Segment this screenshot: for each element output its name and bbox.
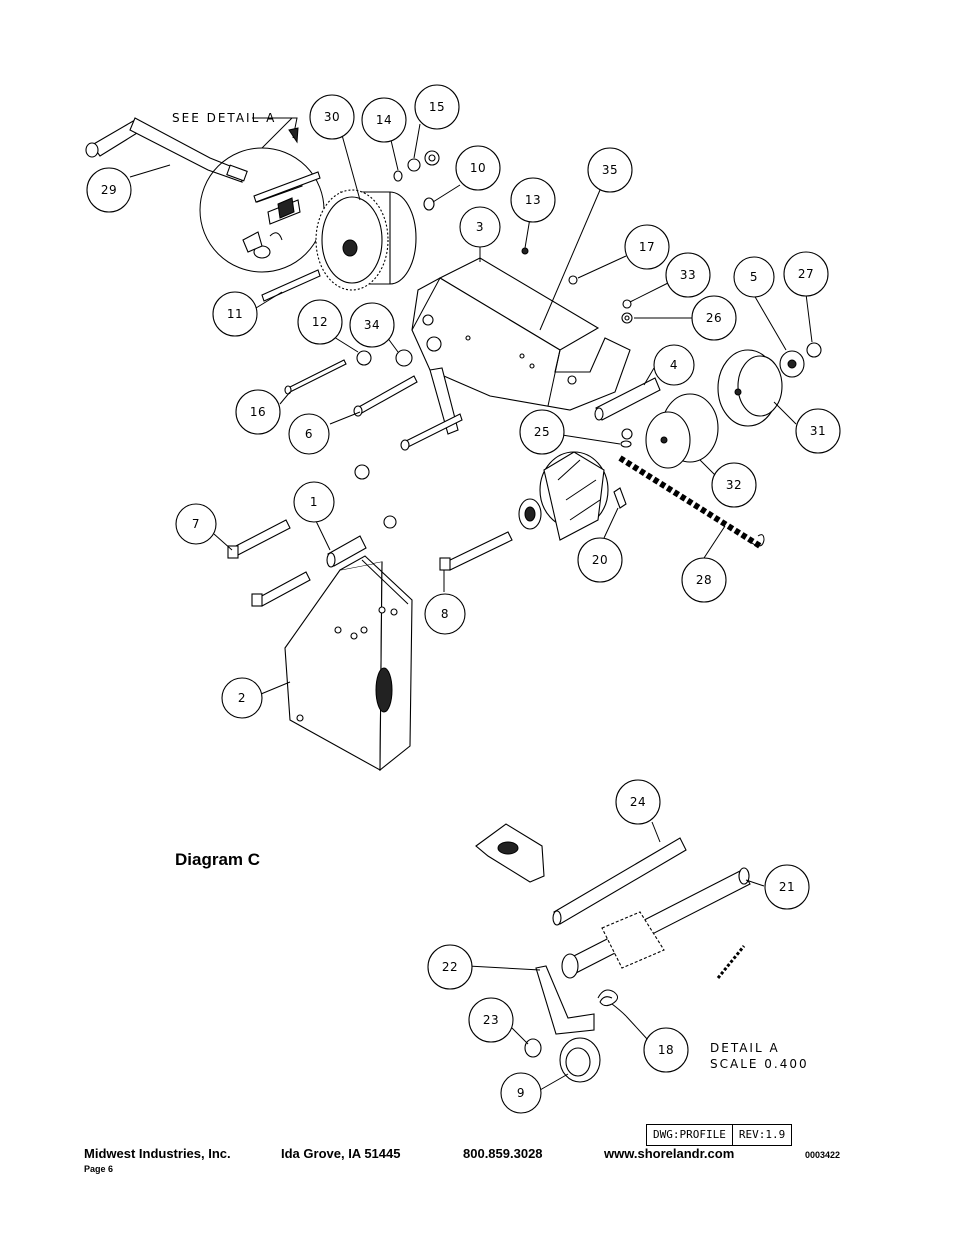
callout-25: 25: [519, 409, 565, 455]
chain-part: [618, 455, 765, 549]
pawl-part: [524, 965, 601, 1083]
svg-text:9: 9: [517, 1086, 525, 1100]
callout-12: 12: [297, 299, 343, 345]
svg-text:4: 4: [670, 358, 678, 372]
callout-5: 5: [733, 256, 775, 298]
svg-text:15: 15: [429, 100, 445, 114]
callout-26: 26: [691, 295, 737, 341]
callout-29: 29: [86, 167, 132, 213]
document-number: 0003422: [805, 1150, 841, 1160]
callout-4: 4: [653, 344, 695, 386]
callout-8: 8: [424, 593, 466, 635]
exploded-parts-diagram: SEE DETAIL A: [85, 84, 841, 1114]
page-number: Page 6: [84, 1164, 114, 1174]
shaft-24-part: [552, 837, 687, 926]
svg-text:23: 23: [483, 1013, 499, 1027]
leader-lines: [129, 123, 813, 1091]
svg-text:10: 10: [470, 161, 486, 175]
revision-label: REV:1.9: [731, 1125, 791, 1145]
pinion-shaft-part: [561, 867, 751, 979]
callout-18: 18: [643, 1027, 689, 1073]
svg-text:27: 27: [798, 267, 814, 281]
svg-text:3: 3: [476, 220, 484, 234]
callout-22: 22: [427, 944, 473, 990]
svg-text:34: 34: [364, 318, 380, 332]
svg-text:35: 35: [602, 163, 618, 177]
callout-11: 11: [212, 291, 258, 337]
callout-35: 35: [587, 147, 633, 193]
callout-7: 7: [175, 503, 217, 545]
see-detail-note: SEE DETAIL A: [172, 111, 276, 125]
svg-text:31: 31: [810, 424, 826, 438]
svg-text:12: 12: [312, 315, 328, 329]
svg-text:30: 30: [324, 110, 340, 124]
svg-text:14: 14: [376, 113, 392, 127]
svg-text:16: 16: [250, 405, 266, 419]
svg-text:32: 32: [726, 478, 742, 492]
svg-text:7: 7: [192, 517, 200, 531]
callout-3: 3: [459, 206, 501, 248]
svg-text:24: 24: [630, 795, 646, 809]
svg-text:22: 22: [442, 960, 458, 974]
side-plate-part: [284, 555, 413, 772]
main-gear-part: [315, 189, 417, 291]
svg-text:11: 11: [227, 307, 243, 321]
side-roller-part: [717, 349, 783, 427]
spring-part: [597, 989, 627, 1017]
svg-text:33: 33: [680, 268, 696, 282]
wedge-block-part: [475, 823, 545, 883]
callout-31: 31: [795, 408, 841, 454]
callout-1: 1: [293, 481, 335, 523]
svg-text:20: 20: [592, 553, 608, 567]
svg-text:13: 13: [525, 193, 541, 207]
keel-roller-part: [645, 393, 719, 469]
callout-2: 2: [221, 677, 263, 719]
svg-text:28: 28: [696, 573, 712, 587]
callout-14: 14: [361, 97, 407, 143]
callout-21: 21: [764, 864, 810, 910]
dwg-profile-label: DWG:PROFILE: [653, 1128, 726, 1141]
svg-text:29: 29: [101, 183, 117, 197]
callout-20: 20: [577, 537, 623, 583]
svg-text:2: 2: [238, 691, 246, 705]
callout-28: 28: [681, 557, 727, 603]
svg-text:26: 26: [706, 311, 722, 325]
detail-a-scale: SCALE 0.400: [710, 1057, 809, 1071]
callout-24: 24: [615, 779, 661, 825]
svg-text:6: 6: [305, 427, 313, 441]
diagram-label: Diagram C: [175, 850, 261, 869]
callout-6: 6: [288, 413, 330, 455]
callout-33: 33: [665, 252, 711, 298]
detail-a-title: DETAIL A: [710, 1041, 780, 1055]
winch-frame-part: [411, 257, 631, 435]
callout-32: 32: [711, 462, 757, 508]
callout-13: 13: [510, 177, 556, 223]
svg-text:17: 17: [639, 240, 655, 254]
drawing-title-block: DWG:PROFILE REV:1.9: [646, 1124, 793, 1146]
svg-text:1: 1: [310, 495, 318, 509]
callout-23: 23: [468, 997, 514, 1043]
callout-30: 30: [309, 94, 355, 140]
footer-location: Ida Grove, IA 51445: [281, 1146, 401, 1161]
footer-phone: 800.859.3028: [463, 1146, 543, 1161]
svg-text:25: 25: [534, 425, 550, 439]
callout-16: 16: [235, 389, 281, 435]
svg-text:21: 21: [779, 880, 795, 894]
svg-text:5: 5: [750, 270, 758, 284]
callout-17: 17: [624, 224, 670, 270]
callout-10: 10: [455, 145, 501, 191]
footer-company: Midwest Industries, Inc.: [84, 1146, 231, 1161]
callout-34: 34: [349, 302, 395, 348]
callout-9: 9: [500, 1072, 542, 1114]
callout-27: 27: [783, 251, 829, 297]
footer-website: www.shorelandr.com: [604, 1146, 735, 1161]
svg-text:18: 18: [658, 1043, 674, 1057]
crank-handle-part: [85, 117, 248, 183]
callout-15: 15: [414, 84, 460, 130]
strap-drum-part: [518, 451, 609, 541]
svg-text:8: 8: [441, 607, 449, 621]
